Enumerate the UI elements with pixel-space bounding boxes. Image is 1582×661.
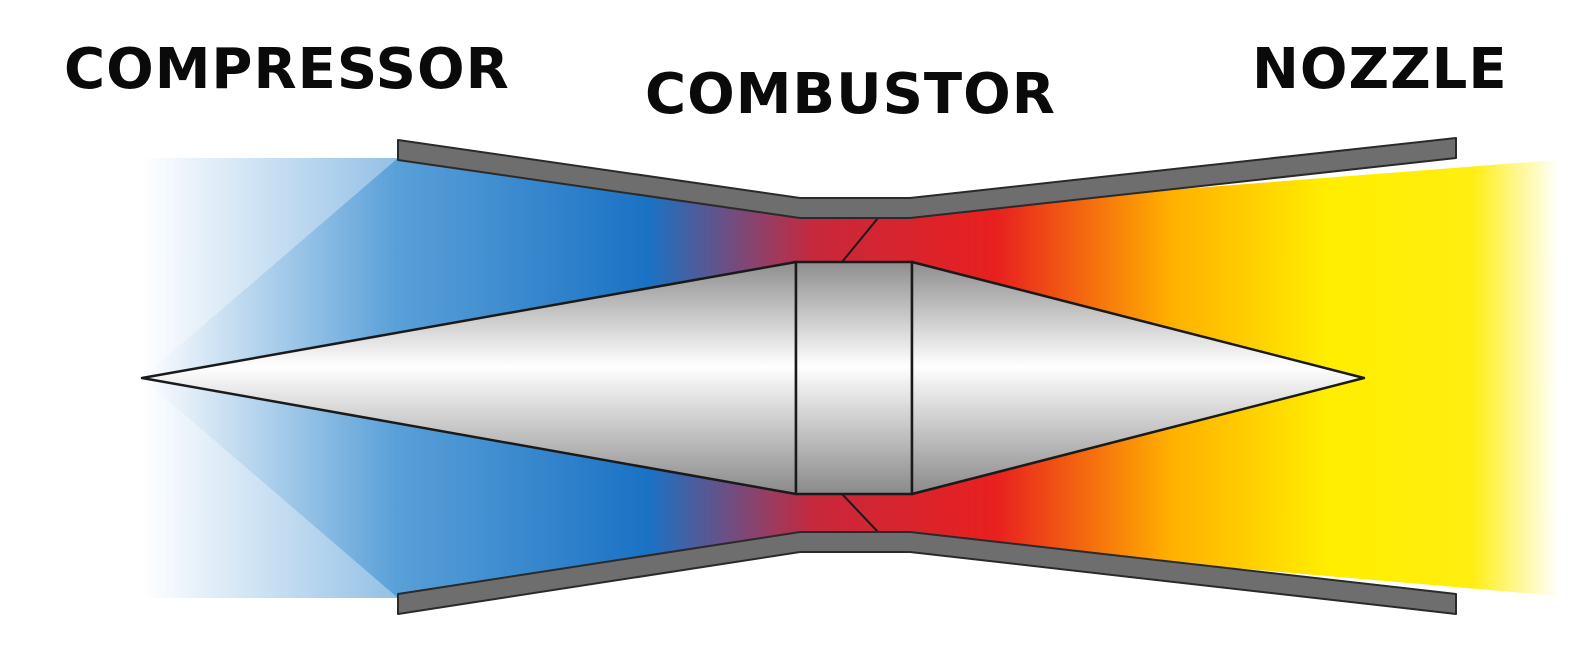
combustor-partition-top [841, 217, 879, 263]
inlet-shock-wedge [0, 158, 398, 598]
duct-wall-bottom [397, 531, 1457, 615]
duct-wall-icon [397, 137, 1457, 615]
nozzle-label: NOZZLE [1252, 37, 1508, 102]
compressor-label: COMPRESSOR [64, 37, 510, 102]
combustor-partition-bottom [841, 493, 879, 533]
spike-rear-cone [910, 260, 1366, 496]
center-body-spike-icon [140, 260, 1366, 496]
spike-mid-section [794, 260, 914, 496]
duct-wall-top [397, 137, 1457, 219]
combustor-label: COMBUSTOR [645, 62, 1056, 127]
